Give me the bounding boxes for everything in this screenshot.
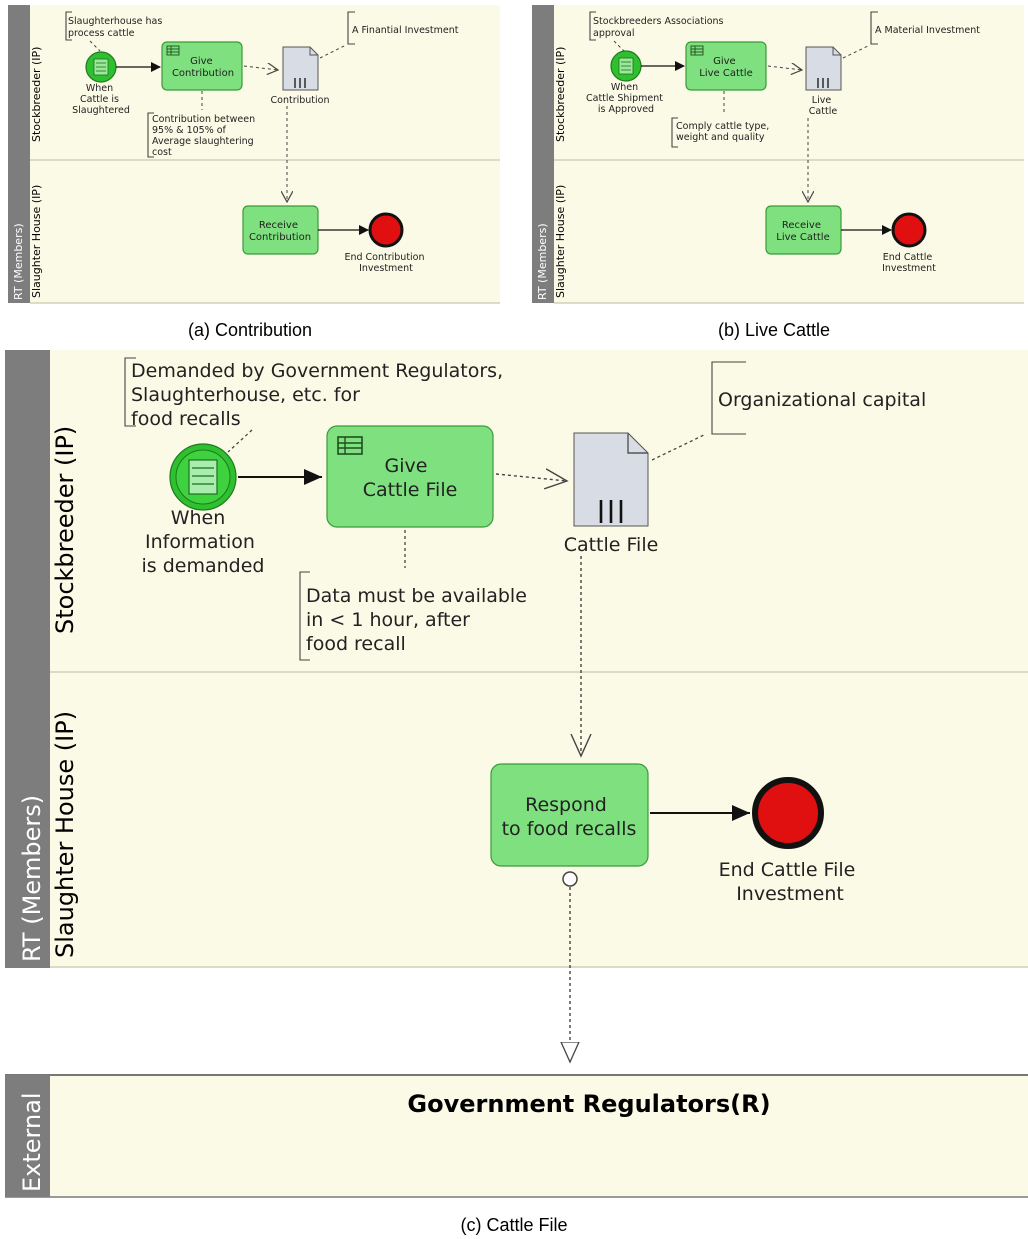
pool-label: RT (Members) <box>536 223 549 300</box>
start-event-label: When Cattle is Slaughtered <box>72 83 130 116</box>
table-icon <box>337 436 363 455</box>
annotation-task: Data must be available in < 1 hour, afte… <box>306 585 533 655</box>
end-event-label: End Cattle Investment <box>882 252 936 274</box>
lane-label-stockbreeder: Stockbreeder (IP) <box>554 47 567 142</box>
external-pool[interactable] <box>50 1075 1028 1197</box>
document-icon[interactable] <box>282 46 319 91</box>
pool-sidebar <box>532 5 554 303</box>
external-label: External <box>18 1092 46 1192</box>
annotation-task: Contribution between 95% & 105% of Avera… <box>152 114 258 158</box>
end-event-label: End Contribution Investment <box>344 252 427 274</box>
panel-live-cattle: RT (Members) Stockbreeder (IP) Slaughter… <box>532 5 1024 340</box>
pool-label: RT (Members) <box>12 223 25 300</box>
task-give-cattle-file[interactable] <box>326 425 494 528</box>
pool-background <box>50 350 1028 968</box>
annotation-start: Slaughterhouse has process cattle <box>68 16 165 39</box>
panel-contribution: RT (Members) Stockbreeder (IP) Slaughter… <box>8 5 500 340</box>
annotation-document: A Material Investment <box>875 25 980 36</box>
task-give-label: Give Cattle File <box>363 455 458 501</box>
caption-contribution: (a) Contribution <box>188 320 312 340</box>
annotation-start: Stockbreeders Associations approval <box>593 16 727 39</box>
pool-background <box>30 5 500 303</box>
task-respond-label: Respond to food recalls <box>502 794 637 840</box>
pool-background <box>554 5 1024 303</box>
pool-sidebar <box>8 5 30 303</box>
lane-label-slaughterhouse: Slaughter House (IP) <box>51 711 79 958</box>
panel-cattle-file: RT (Members) Stockbreeder (IP) Slaughter… <box>5 350 1028 1235</box>
pool-label: RT (Members) <box>18 795 46 962</box>
lane-label-stockbreeder: Stockbreeder (IP) <box>51 426 79 634</box>
end-event-icon[interactable] <box>891 212 927 248</box>
task-respond-food-recalls[interactable] <box>490 763 649 867</box>
caption-live-cattle: (b) Live Cattle <box>718 320 830 340</box>
document-icon[interactable] <box>805 46 842 91</box>
table-icon <box>166 45 180 56</box>
external-sidebar <box>5 1075 50 1197</box>
pool-sidebar <box>5 350 50 968</box>
task-give-contribution[interactable] <box>161 41 243 91</box>
document-icon[interactable] <box>573 432 649 527</box>
lane-label-slaughterhouse: Slaughter House (IP) <box>30 185 43 298</box>
caption-cattle-file: (c) Cattle File <box>460 1215 567 1235</box>
annotation-start: Demanded by Government Regulators, Slaug… <box>131 360 509 430</box>
annotation-document: Organizational capital <box>718 389 926 411</box>
lane-label-stockbreeder: Stockbreeder (IP) <box>30 47 43 142</box>
annotation-task: Comply cattle type, weight and quality <box>676 121 772 143</box>
task-give-label: Give Live Cattle <box>699 56 752 79</box>
task-receive-label: Receive Contribution <box>249 220 311 243</box>
end-event-icon[interactable] <box>368 212 404 248</box>
lane-label-slaughterhouse: Slaughter House (IP) <box>554 185 567 298</box>
start-event-label: When Information is demanded <box>142 507 265 577</box>
task-give-live-cattle[interactable] <box>685 41 767 91</box>
document-label: Live Cattle <box>809 95 838 117</box>
end-event-icon[interactable] <box>752 777 824 849</box>
task-receive-label: Receive Live Cattle <box>776 220 829 243</box>
table-icon <box>690 45 704 56</box>
external-pool-label: Government Regulators(R) <box>407 1090 770 1118</box>
task-give-label: Give Contribution <box>172 56 234 79</box>
end-event-label: End Cattle File Investment <box>719 859 862 905</box>
document-label: Cattle File <box>564 534 659 556</box>
start-event-label: When Cattle Shipment is Approved <box>586 82 666 115</box>
document-label: Contribution <box>271 95 330 106</box>
annotation-document: A Finantial Investment <box>352 25 459 36</box>
